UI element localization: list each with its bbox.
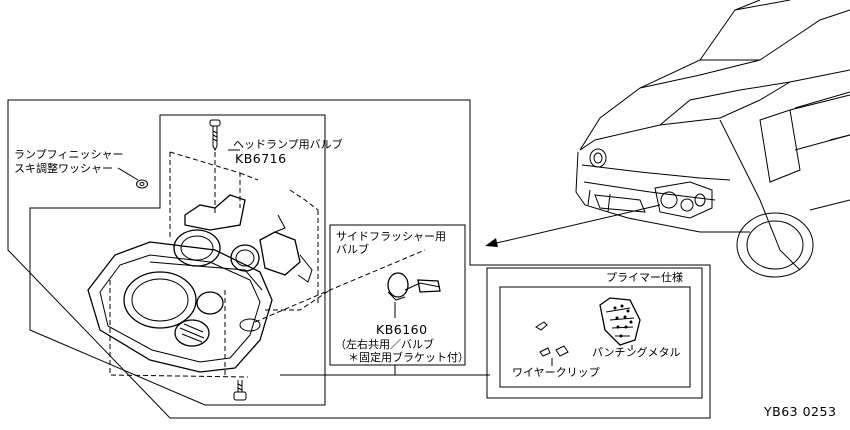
side-flasher-label-line1: サイドフラッシャー用 [336,230,446,243]
headlamp-bulb-code: KB6716 [235,151,287,166]
washer-part [136,179,148,189]
lamp-washer-label-line1: ランプフィニッシャー [14,148,123,161]
primer-spec-label: プライマー仕様 [606,270,683,284]
headlamp-bulb-label: ヘッドランプ用バルブ [233,137,343,151]
wire-clip-parts [535,321,569,357]
headlamp-bulb-assembly [173,194,313,283]
location-arrow [487,204,661,246]
punching-metal-part [599,297,641,346]
side-flasher-label-line2: バルブ [336,242,369,256]
assembly-inner-boundary [29,114,326,406]
side-bulb-note-line2: ＊固定用ブラケット付） [348,350,469,364]
side-flasher-bulb [387,272,441,301]
diagram-id: YB63 0253 [763,404,836,419]
primer-spec-outer-box [486,267,703,399]
top-screw [209,119,221,152]
lamp-washer-label-line2: スキ調整ワッシャー [14,161,113,175]
wire-clip-label: ワイヤークリップ [512,366,600,379]
side-bulb-code: KB6160 [376,322,428,337]
side-bulb-note-line1: （左右共用／バルブ [335,337,434,351]
punching-metal-label: パンチングメタル [592,345,681,359]
headlamp-housing [87,241,273,373]
assembly-outer-boundary [7,99,711,419]
bottom-screw [233,380,247,401]
car-illustration [575,0,850,278]
leader-line-washer [117,167,139,181]
side-flasher-box [329,224,466,366]
arrowhead-icon [485,238,498,247]
primer-spec-inner-box [499,286,691,388]
